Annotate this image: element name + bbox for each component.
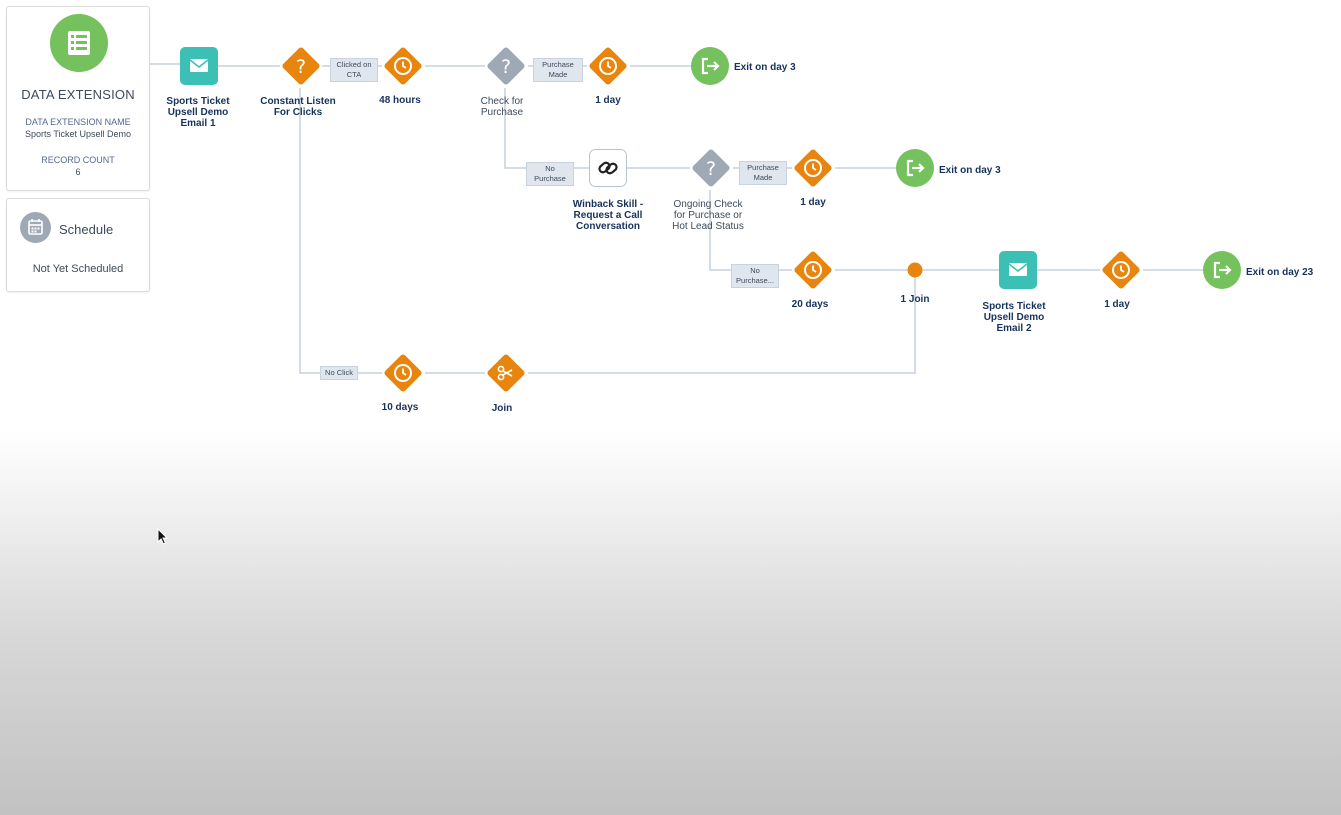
path-label-no-click[interactable]: No Click (320, 366, 358, 380)
exit-label-2: Exit on day 3 (939, 165, 1001, 176)
join-point-label: 1 Join (900, 294, 930, 305)
clock-icon (794, 149, 832, 187)
path-label-no-purchase[interactable]: No Purchase (526, 162, 574, 186)
data-extension-title: DATA EXTENSION (21, 87, 135, 102)
join-activity[interactable] (484, 351, 528, 395)
question-icon: ? (282, 47, 320, 85)
email-2-activity[interactable] (999, 251, 1037, 289)
check-purchase-decision[interactable]: ? (484, 44, 528, 88)
winback-skill-label: Winback Skill - Request a Call Conversat… (572, 199, 644, 232)
check-purchase-label: Check for Purchase (480, 96, 524, 118)
wait-1-day-label-2: 1 day (800, 197, 826, 208)
wait-1-day-activity-3[interactable] (1099, 248, 1143, 292)
listen-decision-label: Constant Listen For Clicks (260, 96, 336, 118)
data-extension-name-label: DATA EXTENSION NAME (25, 117, 131, 127)
path-label-no-purchase-2[interactable]: No Purchase... (731, 264, 779, 288)
exit-icon (1203, 251, 1241, 289)
join-dot-icon (907, 262, 923, 278)
schedule-card[interactable]: Schedule Not Yet Scheduled (6, 198, 150, 292)
data-extension-card[interactable]: DATA EXTENSION DATA EXTENSION NAME Sport… (6, 6, 150, 191)
link-icon (589, 149, 627, 187)
listen-decision-activity[interactable]: ? (279, 44, 323, 88)
exit-activity-2[interactable] (896, 149, 934, 187)
question-icon: ? (487, 47, 525, 85)
record-count-label: RECORD COUNT (41, 155, 115, 165)
join-point[interactable] (907, 262, 923, 278)
exit-label-3: Exit on day 23 (1246, 267, 1314, 278)
clock-icon (794, 251, 832, 289)
wait-20-days-label: 20 days (791, 299, 829, 310)
email-2-label: Sports Ticket Upsell Demo Email 2 (982, 301, 1046, 334)
question-icon: ? (692, 149, 730, 187)
exit-activity-3[interactable] (1203, 251, 1241, 289)
winback-skill-activity[interactable] (589, 149, 627, 187)
email-1-activity[interactable] (180, 47, 218, 85)
exit-label: Exit on day 3 (734, 62, 796, 73)
calendar-icon (20, 212, 51, 243)
schedule-status: Not Yet Scheduled (32, 263, 124, 275)
ongoing-check-decision[interactable]: ? (689, 146, 733, 190)
mouse-cursor-icon (157, 527, 169, 551)
clock-icon (384, 47, 422, 85)
svg-text:?: ? (501, 56, 511, 78)
data-extension-name-value: Sports Ticket Upsell Demo (24, 129, 132, 139)
table-icon (50, 14, 108, 72)
wait-1-day-label-3: 1 day (1104, 299, 1130, 310)
path-label-clicked-cta[interactable]: Clicked on CTA (330, 58, 378, 82)
exit-icon (691, 47, 729, 85)
ongoing-check-label: Ongoing Check for Purchase or Hot Lead S… (672, 199, 744, 232)
wait-48-hours-label: 48 hours (379, 95, 421, 106)
envelope-icon (180, 47, 218, 85)
wait-10-days-activity[interactable] (381, 351, 425, 395)
exit-icon (896, 149, 934, 187)
clock-icon (384, 354, 422, 392)
wait-1-day-activity[interactable] (586, 44, 630, 88)
wait-20-days-activity[interactable] (791, 248, 835, 292)
scissors-icon (487, 354, 525, 392)
path-label-purchase-made[interactable]: Purchase Made (533, 58, 583, 82)
wait-1-day-label: 1 day (595, 95, 621, 106)
wait-1-day-activity-2[interactable] (791, 146, 835, 190)
email-1-label: Sports Ticket Upsell Demo Email 1 (166, 96, 230, 129)
record-count-value: 6 (75, 167, 81, 177)
schedule-title: Schedule (59, 222, 114, 237)
wait-10-days-label: 10 days (381, 402, 419, 413)
exit-activity[interactable] (691, 47, 729, 85)
path-label-purchase-made-2[interactable]: Purchase Made (739, 161, 787, 185)
envelope-icon (999, 251, 1037, 289)
join-label: Join (491, 403, 513, 414)
svg-text:?: ? (706, 158, 716, 180)
clock-icon (1102, 251, 1140, 289)
wait-48-hours-activity[interactable] (381, 44, 425, 88)
svg-text:?: ? (296, 56, 306, 78)
clock-icon (589, 47, 627, 85)
